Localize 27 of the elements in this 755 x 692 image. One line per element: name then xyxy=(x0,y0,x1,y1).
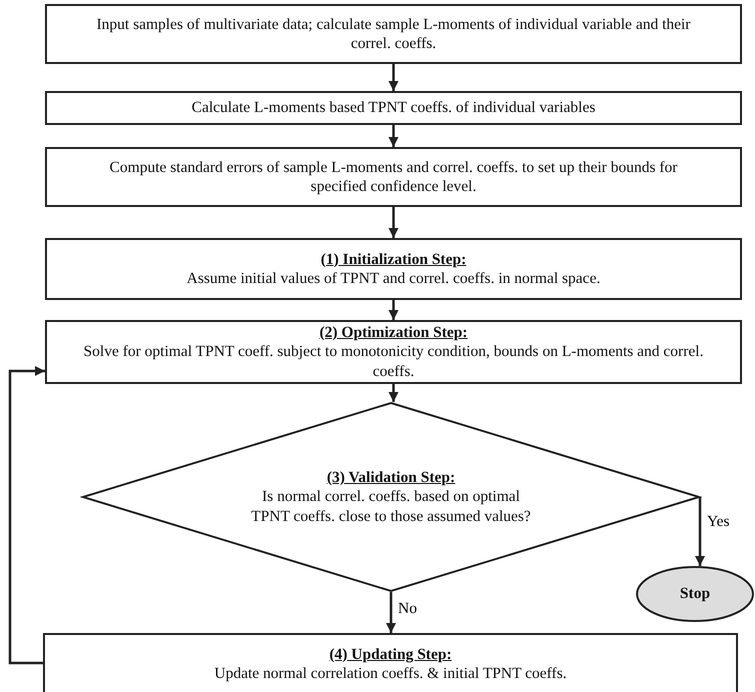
step-text: Compute standard errors of sample L-moments and correl. coeffs. to set up their bounds for specified confidence level. xyxy=(108,158,678,196)
process-box xyxy=(43,633,738,692)
arrow xyxy=(388,300,398,320)
arrow xyxy=(388,207,398,238)
arrow xyxy=(386,592,396,633)
step-text: Solve for optimal TPNT coeff. subject to monotonicity condition, bounds on L-moments and correl. coeffs. xyxy=(82,342,704,382)
arrow xyxy=(695,497,705,566)
step-text: Update normal correlation coeffs. & initial TPNT coeffs. xyxy=(214,664,567,684)
step-heading: (4) Updating Step: xyxy=(329,644,452,664)
step-text: Input samples of multivariate data; calculate sample L-moments of individual variable and their correl. coeffs. xyxy=(96,14,692,54)
process-box xyxy=(45,238,742,300)
arrow xyxy=(388,64,398,91)
process-box xyxy=(45,4,742,64)
step-heading: (3) Validation Step: xyxy=(326,468,456,488)
arrow xyxy=(8,366,45,664)
terminal-label: Stop xyxy=(680,584,710,604)
step-text: Is normal correl. coeffs. based on optimal TPNT coeffs. close to those assumed values? xyxy=(250,487,532,526)
arrow xyxy=(388,384,398,402)
terminal-ellipse xyxy=(636,566,754,622)
process-box xyxy=(45,147,742,207)
arrow xyxy=(388,125,398,147)
step-heading: (1) Initialization Step: xyxy=(320,250,466,269)
step-text: Assume initial values of TPNT and correl. coeffs. in normal space. xyxy=(186,269,600,288)
process-box xyxy=(45,91,742,125)
step-heading: (2) Optimization Step: xyxy=(319,322,468,342)
process-box xyxy=(45,320,742,384)
step-text: Calculate L-moments based TPNT coeffs. of individual variables xyxy=(192,98,596,118)
